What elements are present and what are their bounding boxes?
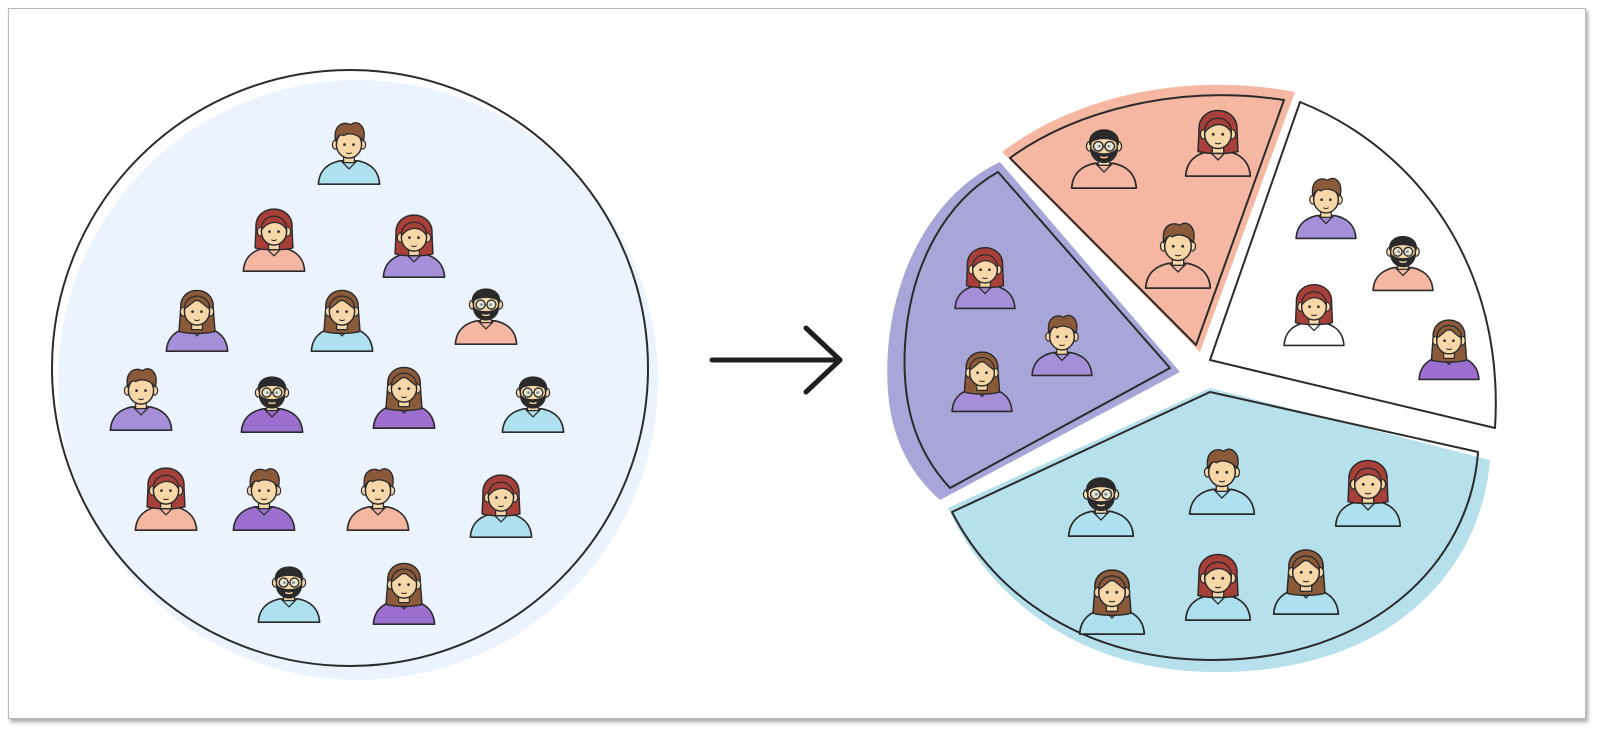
- segmented-pie: [887, 84, 1497, 673]
- person-redwoman-icon: [1184, 553, 1252, 621]
- person-beard-icon: [257, 566, 321, 624]
- person-redwoman-icon: [134, 467, 198, 532]
- person-girl-icon: [1078, 569, 1146, 635]
- person-girl-icon: [951, 351, 1013, 413]
- segment-purple-outline: [903, 171, 1171, 489]
- segment-salmon-people: [1070, 109, 1252, 289]
- person-beard-icon: [1372, 235, 1434, 292]
- population-people: [109, 122, 565, 626]
- person-redwoman-icon: [242, 208, 306, 273]
- segment-blue-fill: [948, 388, 1490, 673]
- segment-blue-people: [1067, 448, 1402, 635]
- person-beard-icon: [1067, 477, 1135, 537]
- person-man-icon: [346, 468, 410, 532]
- person-man-icon: [109, 368, 173, 432]
- person-beard-icon: [240, 376, 304, 434]
- segment-blue-outline: [951, 391, 1479, 661]
- segment-white-outline: [1209, 101, 1497, 429]
- person-man-icon: [317, 122, 381, 186]
- person-beard-icon: [501, 376, 565, 434]
- person-redwoman-icon: [382, 214, 446, 279]
- person-man-icon: [1188, 448, 1256, 515]
- person-man-icon: [1144, 222, 1212, 289]
- segment-blue: [948, 388, 1490, 673]
- person-girl-icon: [310, 289, 374, 353]
- person-beard-icon: [1070, 129, 1138, 189]
- population-circle-group: [51, 69, 658, 680]
- person-beard-icon: [454, 288, 518, 346]
- segment-purple-fill: [887, 162, 1180, 500]
- person-man-icon: [1031, 314, 1093, 377]
- segment-white-fill: [1210, 102, 1496, 428]
- person-redwoman-icon: [469, 474, 533, 539]
- arrow-right-icon: [709, 325, 843, 395]
- segment-salmon: [1002, 84, 1295, 353]
- person-man-icon: [232, 468, 296, 532]
- person-girl-icon: [165, 289, 229, 353]
- segment-salmon-outline: [1009, 94, 1285, 346]
- person-man-icon: [1295, 177, 1357, 240]
- person-redwoman-icon: [1334, 459, 1402, 527]
- segment-purple: [887, 162, 1180, 500]
- population-circle-outline: [51, 69, 649, 667]
- person-redwoman-icon: [954, 247, 1016, 310]
- person-girl-icon: [1272, 549, 1340, 615]
- person-girl-icon: [372, 562, 436, 626]
- segment-purple-people: [951, 247, 1093, 413]
- segment-white: [1209, 101, 1497, 429]
- person-girl-icon: [372, 366, 436, 430]
- person-girl-icon: [1418, 319, 1480, 381]
- segment-white-people: [1283, 177, 1480, 381]
- person-redwoman-icon: [1184, 109, 1252, 177]
- person-redwoman-icon: [1283, 284, 1345, 347]
